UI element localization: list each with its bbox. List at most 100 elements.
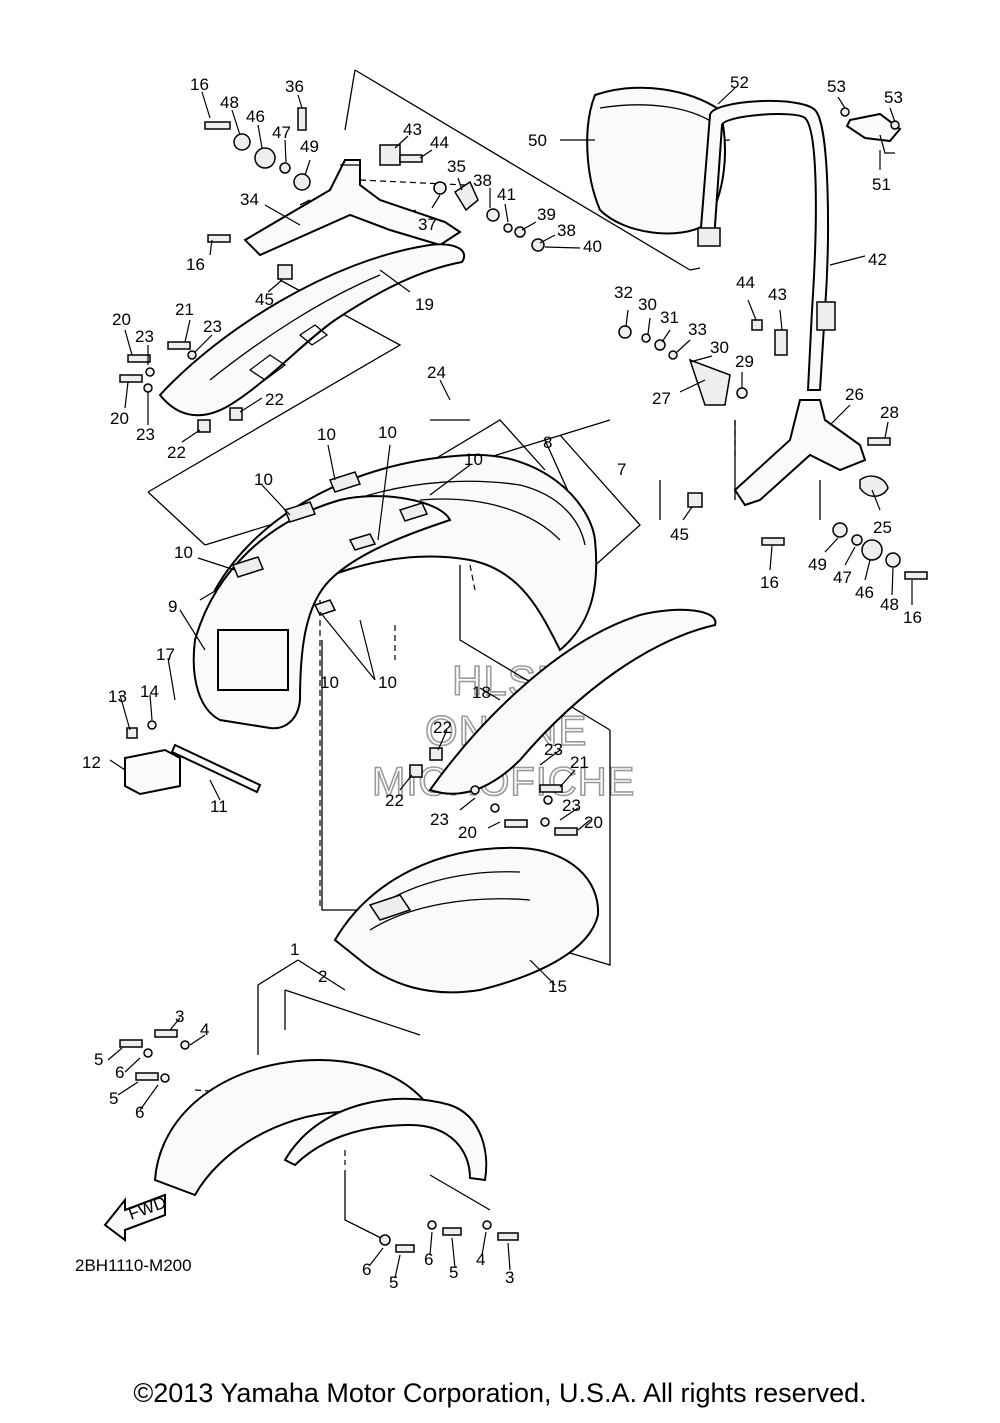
callout-30: 30 [710, 338, 729, 357]
callout-22: 22 [433, 718, 452, 737]
callout-22: 22 [167, 443, 186, 462]
callout-4: 4 [200, 1020, 209, 1039]
callout-47: 47 [833, 568, 852, 587]
callout-49: 49 [808, 555, 827, 574]
callout-34: 34 [240, 190, 259, 209]
callout-6: 6 [135, 1103, 144, 1122]
callout-23: 23 [544, 740, 563, 759]
callout-16: 16 [186, 255, 205, 274]
callout-40: 40 [583, 237, 602, 256]
callout-16: 16 [190, 75, 209, 94]
callout-46: 46 [246, 107, 265, 126]
callout-28: 28 [880, 403, 899, 422]
rail-18 [428, 608, 717, 795]
callout-48: 48 [880, 595, 899, 614]
fwd-arrow: FWD [103, 1193, 169, 1242]
callout-5: 5 [94, 1050, 103, 1069]
callout-32: 32 [614, 283, 633, 302]
callout-53: 53 [827, 77, 846, 96]
callout-12: 12 [82, 753, 101, 772]
callout-16: 16 [903, 608, 922, 627]
callout-6: 6 [115, 1063, 124, 1082]
callout-23: 23 [430, 810, 449, 829]
callout-38: 38 [557, 221, 576, 240]
callout-4: 4 [476, 1250, 485, 1269]
callout-23: 23 [136, 425, 155, 444]
callout-29: 29 [735, 352, 754, 371]
callout-10: 10 [254, 470, 273, 489]
callout-24: 24 [427, 363, 446, 382]
copyright-notice: ©2013 Yamaha Motor Corporation, U.S.A. A… [133, 1378, 867, 1408]
bracket-51 [845, 112, 902, 154]
callout-36: 36 [285, 77, 304, 96]
reference-code: 2BH1110-M200 [75, 1256, 192, 1275]
callout-45: 45 [255, 290, 274, 309]
callout-43: 43 [403, 120, 422, 139]
callout-10: 10 [317, 425, 336, 444]
callout-10: 10 [174, 543, 193, 562]
callout-52: 52 [730, 73, 749, 92]
callout-5: 5 [109, 1089, 118, 1108]
callout-20: 20 [458, 823, 477, 842]
callout-13: 13 [108, 687, 127, 706]
callout-8: 8 [543, 433, 552, 452]
callout-10-b: 10 [320, 673, 339, 692]
callout-23: 23 [562, 796, 581, 815]
inner-fender-15 [333, 846, 600, 994]
callout-26: 26 [845, 385, 864, 404]
leader-lines [107, 87, 913, 1279]
callout-2: 2 [318, 967, 327, 986]
callout-30: 30 [638, 295, 657, 314]
callout-42: 42 [868, 250, 887, 269]
callout-10: 10 [378, 673, 397, 692]
callout-9: 9 [168, 597, 177, 616]
callout-18: 18 [472, 683, 491, 702]
callout-1: 1 [290, 940, 299, 959]
callout-14: 14 [140, 682, 159, 701]
callouts: 1 2 3 3 4 4 5 5 5 5 6 6 6 6 7 8 9 10 10 … [82, 73, 922, 1292]
callout-48: 48 [220, 93, 239, 112]
callout-11: 11 [210, 797, 228, 816]
callout-6: 6 [424, 1250, 433, 1269]
callout-25: 25 [873, 518, 892, 537]
callout-49: 49 [300, 137, 319, 156]
callout-10: 10 [464, 450, 483, 469]
callout-21: 21 [570, 753, 589, 772]
callout-47: 47 [272, 123, 291, 142]
callout-7: 7 [617, 460, 626, 479]
callout-27: 27 [652, 389, 671, 408]
callout-16: 16 [760, 573, 779, 592]
license-light [124, 743, 262, 796]
rear-fender [192, 471, 452, 730]
callout-22: 22 [265, 390, 284, 409]
callout-39: 39 [537, 205, 556, 224]
callout-44: 44 [430, 133, 449, 152]
callout-41: 41 [497, 185, 516, 204]
callout-38: 38 [473, 171, 492, 190]
callout-23: 23 [203, 317, 222, 336]
callout-21: 21 [175, 300, 194, 319]
callout-31: 31 [660, 308, 679, 327]
backrest-bar [697, 99, 836, 391]
callout-19: 19 [415, 295, 434, 314]
callout-37: 37 [418, 215, 437, 234]
callout-3: 3 [505, 1268, 514, 1287]
callout-15: 15 [548, 977, 567, 996]
callout-51: 51 [872, 175, 891, 194]
callout-33: 33 [688, 320, 707, 339]
callout-50: 50 [528, 131, 547, 150]
callout-5: 5 [389, 1273, 398, 1292]
callout-43: 43 [768, 285, 787, 304]
stay-34 [243, 159, 462, 257]
callout-3: 3 [175, 1007, 184, 1026]
callout-46: 46 [855, 583, 874, 602]
stay-26 [733, 399, 867, 507]
front-fender [153, 1058, 488, 1197]
callout-20: 20 [112, 310, 131, 329]
callout-35: 35 [447, 157, 466, 176]
callout-5: 5 [449, 1263, 458, 1282]
callout-6: 6 [362, 1260, 371, 1279]
callout-22: 22 [385, 791, 404, 810]
callout-10: 10 [378, 423, 397, 442]
